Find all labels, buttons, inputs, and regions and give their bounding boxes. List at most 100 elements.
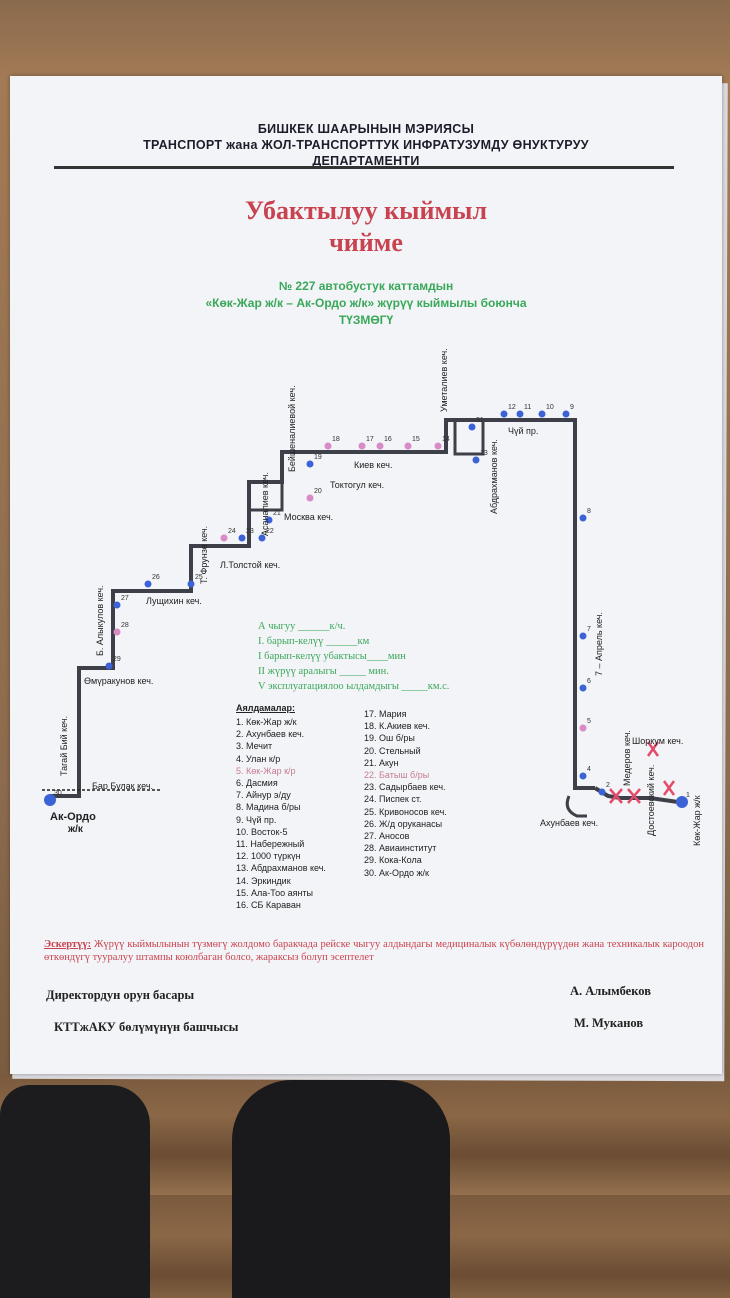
stop-marker [265,516,273,524]
legend-item: 3. Мечит [236,741,273,752]
stop-number: 15 [412,436,420,443]
legend-item: 11. Набережный [236,839,305,850]
header-line3: ДЕПАРТАМЕНТИ [312,154,420,168]
shoe-left [0,1085,150,1298]
stop-number: 18 [332,436,340,443]
stop-number: 14 [442,436,450,443]
info-line3: I барып-келүү убактысы____мин [258,651,406,662]
stop-number: 4 [587,766,591,773]
stop-number: 12 [508,404,516,411]
legend-item: 12. 1000 түркүн [236,851,301,862]
warning-note: Эскертүү: Жүрүү кыймылынын түзмөгү жолдо… [44,938,704,964]
stop-marker [472,456,480,464]
street-lushchikhin: Лущихин кеч. [146,596,202,606]
legend-item: 28. Авиаинститут [364,843,437,854]
legend-item: 21. Акун [364,757,399,768]
stop-marker [376,442,384,450]
stop-marker [434,442,442,450]
stop-marker [144,580,152,588]
header-line1: БИШКЕК ШААРЫНЫН МЭРИЯСЫ [257,122,475,136]
legend-item: 6. Дасмия [236,778,278,789]
stop-marker [306,494,314,502]
legend-item: 24. Писпек ст. [364,794,422,805]
title-line1: Убактылуу кыймыл [244,196,488,225]
legend-item: 30. Ак-Ордо ж/к [364,867,429,878]
legend-item: 22. Батыш б/ры [364,770,430,781]
legend-item: 20. Стельный [364,745,421,756]
stop-marker [516,410,524,418]
stop-number: 5 [587,718,591,725]
legend-item: 10. Восток-5 [236,826,288,837]
shoe-right [232,1080,450,1298]
stop-marker [538,410,546,418]
subtitle-line3: ТҮЗМӨГҮ [338,313,394,327]
stop-marker [404,442,412,450]
street-toktogul: Токтогул кеч. [330,480,384,490]
legend-item: 4. Улан к/р [236,753,281,764]
street-abdrakhmanov: Абдрахманов кеч. [489,439,499,514]
legend-item: 16. СБ Караван [236,900,301,911]
street-frunze: Т. Фрунзе кеч. [199,526,209,584]
legend-item: 26. Ж/д оруканасы [364,818,443,829]
route-line [50,418,595,798]
legend-item: 13. Абдрахманов кеч. [236,863,326,874]
stop-marker [579,724,587,732]
stop-number: 20 [314,488,322,495]
legend-title: Аялдамалар: [236,703,295,713]
stop-number: 19 [314,454,322,461]
legend-item: 17. Мария [364,709,407,719]
stop-marker [306,460,314,468]
street-chui: Чүй пр. [508,426,538,436]
stop-number: 24 [228,528,236,535]
street-asanaliev: Асаналиев кеч. [260,472,270,536]
stop-marker [579,632,587,640]
stop-marker [676,796,688,808]
signature-title1: Директордун орун басары [46,988,195,1002]
legend-item: 1. Көк-Жар ж/к [236,717,297,727]
street-almykulov: Б. Алыкулов кеч. [95,585,105,656]
legend-item: 29. Кока-Кола [364,855,422,866]
legend-item: 27. Аносов [364,831,410,842]
legend-item: 9. Чүй пр. [236,814,277,825]
header-divider [54,166,674,169]
stop-marker [44,794,56,806]
stop-number: 13 [480,450,488,457]
street-akhunbaev: Ахунбаев кеч. [540,818,598,828]
akhunbaev-turn [565,795,587,818]
legend-item: 8. Мадина б/ры [236,802,301,813]
stop-number: 17 [366,436,374,443]
street-dostoevsky: Достоевский кеч. [646,765,656,836]
stop-marker [113,601,121,609]
stop-marker [258,534,266,542]
stop-number: 16 [384,436,392,443]
stop-number: 7 [587,626,591,633]
stop-number: 9 [570,404,574,411]
stop-number: 10 [546,404,554,411]
subtitle-line1: № 227 автобустук каттамдын [278,279,454,293]
street-bar-bulak: Бар Булак кеч. [92,781,153,791]
legend-item: 2. Ахунбаев кеч. [236,729,305,740]
stop-number: 11 [524,404,531,411]
legend-item: 25. Кривоносов кеч. [364,806,447,817]
title-line2: чийме [329,228,403,257]
stop-marker [579,514,587,522]
legend-item: 5. Көк-Жар к/р [236,765,296,776]
stop-number: 6 [587,678,591,685]
legend-item: 18. К.Акиев кеч. [364,721,430,732]
umetaliev-loop [453,418,485,456]
stop-number: 26 [152,574,160,581]
header-line2: ТРАНСПОРТ жана ЖОЛ-ТРАНСПОРТТУК ИНФРАТУЗ… [143,138,589,152]
warning-label: Эскертүү: [44,939,92,950]
stop-number: 23 [246,528,254,535]
stop-number: 30 [54,790,62,797]
legend-item: 7. Айнур э/ду [236,790,291,801]
street-mederov: Медеров кеч. [622,730,632,786]
stop-number: 2 [606,782,610,789]
stop-number: 29 [113,656,121,663]
stop-number: 1 [686,792,690,799]
stop-marker [358,442,366,450]
street-shorkum: Шоркум кеч. [632,736,683,746]
